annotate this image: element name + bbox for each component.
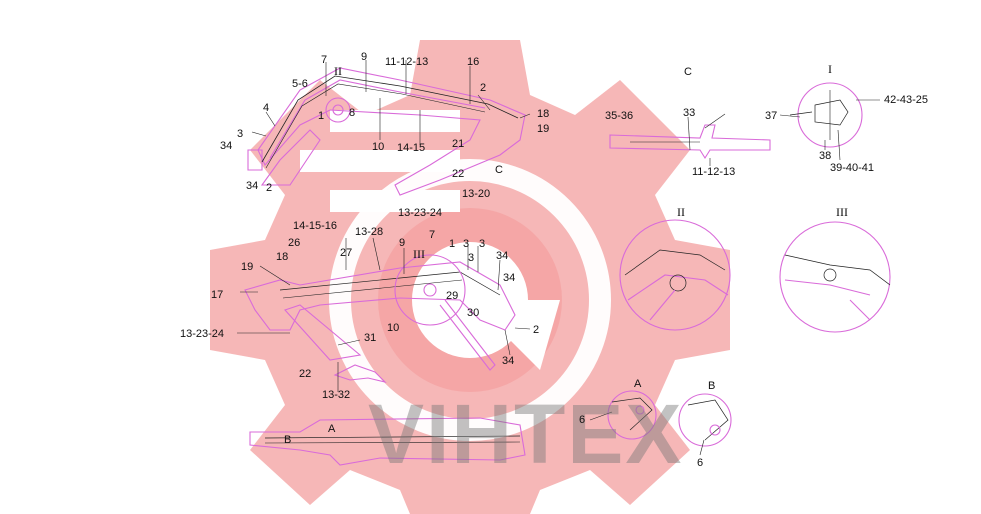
callout-detail-iii: III bbox=[836, 205, 848, 219]
callout-34-right-2: 34 bbox=[503, 272, 516, 284]
callout-view-a: A bbox=[634, 378, 642, 390]
callout-6-a: 6 bbox=[579, 414, 586, 426]
callout-30: 30 bbox=[467, 307, 480, 319]
callout-22: 22 bbox=[452, 168, 465, 180]
callout-2: 2 bbox=[266, 182, 273, 194]
callout-8: 8 bbox=[349, 107, 356, 119]
callout-c: C bbox=[495, 164, 503, 176]
callout-17: 17 bbox=[211, 289, 224, 301]
callout-10-lower: 10 bbox=[387, 322, 400, 334]
callout-42-43-25: 42-43-25 bbox=[884, 94, 929, 106]
callout-detail-ii: II bbox=[677, 205, 685, 219]
callout-roman-ii: II bbox=[334, 64, 342, 78]
callout-19: 19 bbox=[537, 123, 550, 135]
callout-4: 4 bbox=[263, 102, 270, 114]
callout-34-top: 34 bbox=[220, 140, 233, 152]
callout-26: 26 bbox=[288, 237, 301, 249]
callout-10: 10 bbox=[372, 141, 385, 153]
callout-38: 38 bbox=[819, 150, 832, 162]
callout-18: 18 bbox=[537, 108, 550, 120]
callout-13-23-24: 13-23-24 bbox=[398, 207, 443, 219]
callout-29: 29 bbox=[446, 290, 459, 302]
callout-19-lower: 19 bbox=[241, 261, 254, 273]
callout-7: 7 bbox=[321, 54, 328, 66]
callout-view-b: B bbox=[708, 380, 716, 392]
callout-1: 1 bbox=[318, 110, 325, 122]
callout-34-bottom: 34 bbox=[502, 355, 515, 367]
callout-22-lower: 22 bbox=[299, 368, 312, 380]
callout-16: 16 bbox=[467, 56, 480, 68]
callout-roman-i: I bbox=[828, 62, 832, 76]
callout-18-lower: 18 bbox=[276, 251, 289, 263]
callout-34-lower: 34 bbox=[246, 180, 259, 192]
callout-11-12-13: 11-12-13 bbox=[385, 56, 429, 68]
callout-1-lower: 1 bbox=[449, 238, 456, 250]
callout-3: 3 bbox=[237, 128, 244, 140]
callout-7-lower: 7 bbox=[429, 229, 436, 241]
callout-35-36: 35-36 bbox=[605, 110, 634, 122]
callout-14-15: 14-15 bbox=[397, 142, 426, 154]
callout-33: 33 bbox=[683, 107, 696, 119]
callout-34-right: 34 bbox=[496, 250, 509, 262]
watermark-text: VIHTEX bbox=[368, 387, 684, 481]
callout-13-28: 13-28 bbox=[355, 226, 384, 238]
callout-13-20: 13-20 bbox=[462, 188, 491, 200]
callout-39-40-41: 39-40-41 bbox=[830, 162, 875, 174]
callout-2-lower: 2 bbox=[533, 324, 540, 336]
callout-3-b: 3 bbox=[479, 238, 486, 250]
callout-13-23-24-lower: 13-23-24 bbox=[180, 328, 225, 340]
callout-9-lower: 9 bbox=[399, 237, 406, 249]
callout-2-upper: 2 bbox=[480, 82, 487, 94]
callout-27: 27 bbox=[340, 247, 353, 259]
callout-3-c: 3 bbox=[468, 252, 475, 264]
callout-a-marker: A bbox=[328, 423, 336, 435]
callout-5-6: 5-6 bbox=[292, 78, 308, 90]
callout-31: 31 bbox=[364, 332, 377, 344]
callout-14-15-16: 14-15-16 bbox=[293, 220, 338, 232]
callout-roman-iii: III bbox=[413, 247, 425, 261]
callout-21: 21 bbox=[452, 138, 465, 150]
callout-13-32: 13-32 bbox=[322, 389, 351, 401]
callout-9: 9 bbox=[361, 51, 368, 63]
callout-3-a: 3 bbox=[463, 238, 470, 250]
callout-b-marker: B bbox=[284, 434, 292, 446]
callout-view-c: C bbox=[684, 66, 692, 78]
callout-11-12-13-tool: 11-12-13 bbox=[692, 166, 736, 178]
callout-37: 37 bbox=[765, 110, 778, 122]
callout-6-b: 6 bbox=[697, 457, 704, 469]
